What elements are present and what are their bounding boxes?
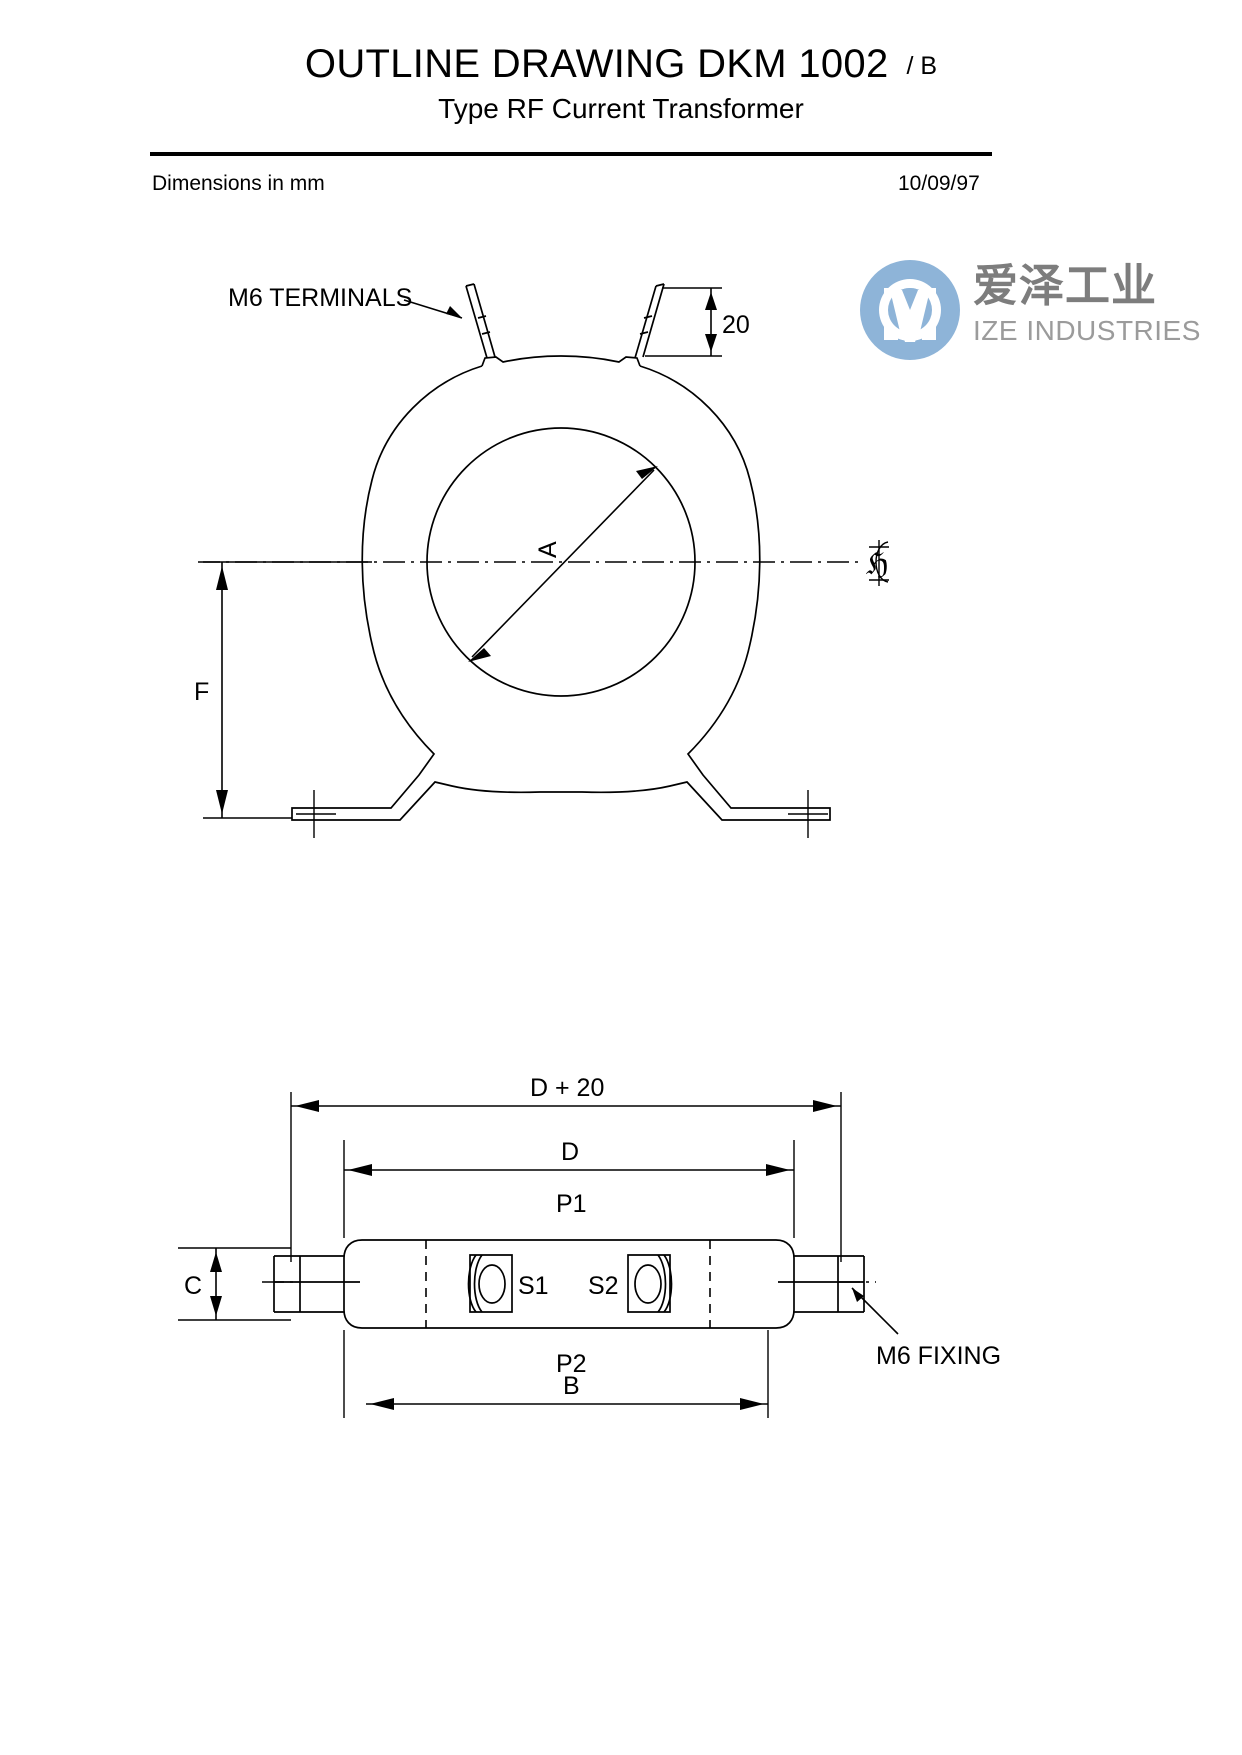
terminal-height-dimension [645,287,722,357]
m6-terminals-label: M6 TERMINALS [228,284,412,312]
logo-text-block: 爱泽工业 IZE INDUSTRIES [973,258,1223,348]
mounting-height-value: F [194,678,209,706]
body-width-dimension [344,1164,794,1176]
bore-diameter-dimension [468,466,658,662]
terminal-s2 [627,1254,673,1313]
header-divider [150,152,992,156]
terminal-s1-label: S1 [518,1272,549,1300]
centerline-symbol: ℌ [866,540,889,586]
side-view: S1 S2 M6 FIXING [178,1074,1001,1418]
svg-text:ℌ: ℌ [866,548,889,581]
ring-top-flat [481,355,641,367]
base-width-value: B [563,1372,580,1400]
terminal-s2-label: S2 [588,1272,619,1300]
body-width-value: D [561,1138,579,1166]
mounting-foot-left [273,1255,360,1313]
document-date: 10/09/97 [898,172,980,195]
foot-mount-marks-right [788,790,828,838]
m6-terminals-leader [403,299,463,319]
page-subtitle: Type RF Current Transformer [438,93,804,124]
body-height-value: C [184,1272,202,1300]
drawing-header: OUTLINE DRAWING DKM 1002 / B Type RF Curr… [0,0,1242,210]
terminal-height-value: 20 [722,311,750,339]
units-note: Dimensions in mm [152,172,325,195]
ize-industries-logo-icon [860,260,960,360]
pitch-top-value: P1 [556,1190,587,1218]
terminal-post-right [634,283,665,359]
body-outline [343,1239,795,1329]
overall-width-dimension [291,1100,841,1112]
overall-width-value: D + 20 [530,1074,604,1102]
body-height-dimension [178,1247,291,1321]
base-width-dimension [366,1398,768,1410]
foot-mount-marks-left [296,790,336,838]
logo-english-name: IZE INDUSTRIES [973,315,1201,346]
terminal-post-left [465,283,496,359]
company-logo: 爱泽工业 IZE INDUSTRIES [860,258,1220,363]
mounting-height-dimension [203,561,372,819]
title-text: OUTLINE DRAWING DKM 1002 [304,42,889,86]
front-view: ℌ M6 TERMINALS [194,283,889,838]
terminal-s1 [467,1254,513,1313]
ring-outer-profile [291,365,831,821]
logo-chinese-name: 爱泽工业 [973,259,1158,312]
mounting-foot-right [778,1255,865,1313]
revision-text: / B [906,52,938,80]
m6-fixing-leader [851,1287,899,1335]
page-title: OUTLINE DRAWING DKM 1002 / B [0,42,1242,87]
bore-diameter-value: A [534,541,562,558]
m6-fixing-label: M6 FIXING [876,1342,1001,1370]
pitch-bottom-value: P2 [556,1350,587,1378]
